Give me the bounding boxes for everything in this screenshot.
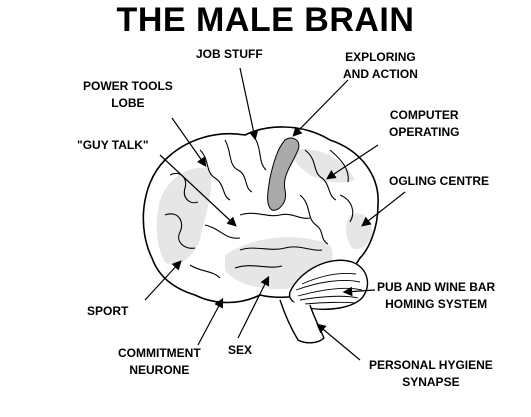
arrow-exploring — [292, 79, 349, 137]
label-power-tools-lobe: POWER TOOLS LOBE — [83, 79, 173, 110]
label-ogling-centre: OGLING CENTRE — [389, 174, 490, 188]
arrow-computer — [325, 144, 379, 180]
arrow-ogling — [361, 191, 406, 227]
arrow-guy-talk — [159, 154, 237, 227]
label-sex: SEX — [228, 343, 253, 357]
arrow-commitment — [197, 297, 224, 346]
label-guy-talk: "GUY TALK" — [77, 138, 149, 152]
brain-stem — [279, 299, 325, 344]
label-personal-hygiene: PERSONAL HYGIENE SYNAPSE — [369, 358, 493, 389]
label-exploring-and-action: EXPLORING AND ACTION — [343, 50, 418, 81]
label-pub-and-wine-bar: PUB AND WINE BAR HOMING SYSTEM — [377, 280, 496, 311]
arrow-power-tools — [171, 117, 207, 167]
label-computer-operating: COMPUTER OPERATING — [389, 108, 460, 139]
arrow-sex — [237, 275, 270, 339]
region-motor-strip — [267, 137, 300, 211]
arrow-pub — [342, 286, 376, 297]
region-frontal-shade — [156, 167, 212, 266]
arrows — [144, 67, 406, 361]
arrow-sport — [144, 260, 182, 301]
arrow-job-stuff — [239, 67, 259, 141]
label-job-stuff: JOB STUFF — [196, 47, 263, 61]
page-title: THE MALE BRAIN — [116, 1, 415, 39]
label-commitment-neurone: COMMITMENT NEURONE — [118, 346, 201, 377]
label-sport: SPORT — [87, 304, 129, 318]
arrow-hygiene — [316, 323, 361, 361]
region-parietal-shade — [290, 149, 355, 183]
